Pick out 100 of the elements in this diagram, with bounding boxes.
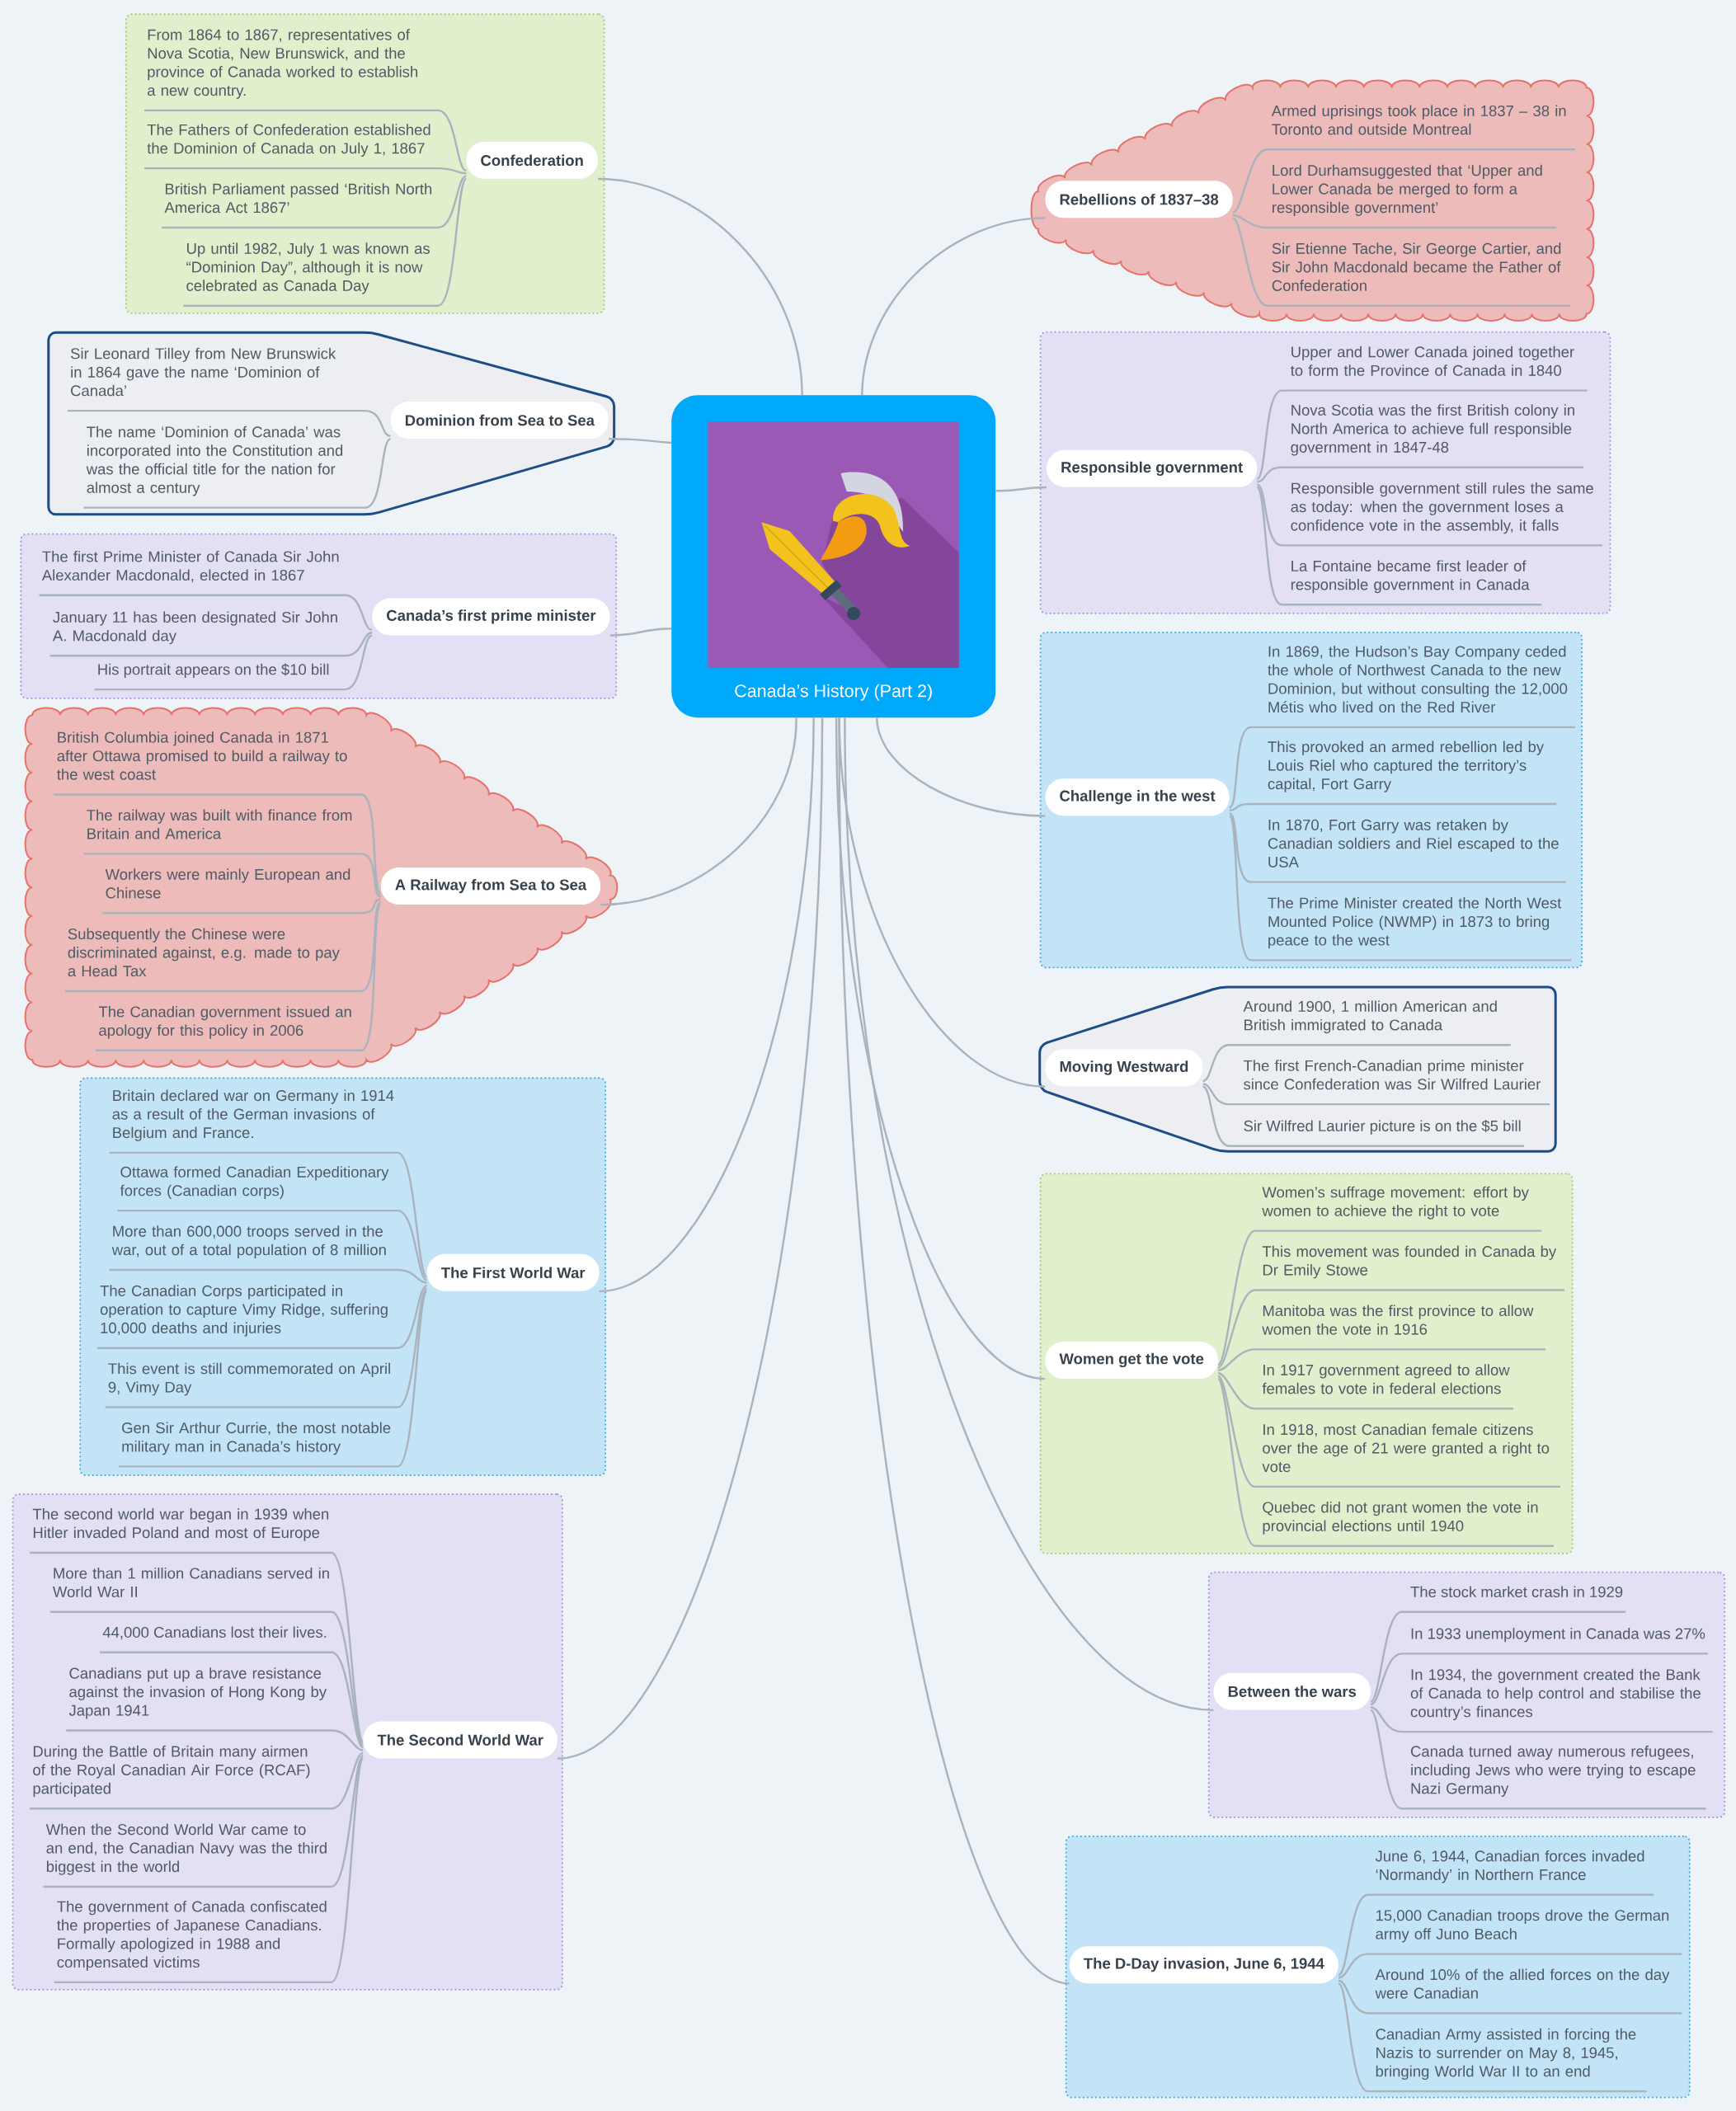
note-text: In 1869, the Hudson’s Bay Company ceded the whole of Northwest Canada to the new Dominion, but without consulting the 12,000 Métis who lived on the Red River bbox=[1268, 646, 1568, 713]
note-text: In 1870, Fort Garry was retaken by Canadian soldiers and Riel escaped to the USA bbox=[1268, 819, 1559, 867]
branch-line bbox=[1217, 1372, 1513, 1410]
note-text: The government of Canada confiscated the properties of Japanese Canadians. Formally apologized in 1988 and compensated victims bbox=[57, 1901, 327, 1971]
branch-line bbox=[183, 178, 468, 307]
dotted-panel bbox=[1207, 1571, 1726, 1818]
branch-line bbox=[54, 1758, 365, 1984]
topic-pill: Canada’s first prime minister bbox=[372, 598, 610, 636]
branch-line bbox=[1217, 1289, 1565, 1369]
branch-line bbox=[1217, 1348, 1546, 1372]
branch-line bbox=[144, 109, 468, 172]
branch-line bbox=[49, 632, 373, 657]
topic-pill: A Railway from Sea to Sea bbox=[380, 867, 601, 905]
branch-line bbox=[1370, 1709, 1706, 1810]
branch-line bbox=[599, 717, 815, 1293]
note-text: More than 600,000 troops served in the war, out of a total population of 8 million bbox=[111, 1225, 386, 1258]
dotted-panel bbox=[125, 13, 605, 314]
note-text: From 1864 to 1867, representatives of Nova Scotia, New Brunswick, and the province of Canada worked to establish a new country. bbox=[148, 29, 417, 99]
branch-line bbox=[1217, 1375, 1561, 1488]
note-text: In 1933 unemployment in Canada was 27% bbox=[1411, 1628, 1705, 1643]
note-text: Quebec did not grant women the vote in provincial elections until 1940 bbox=[1263, 1501, 1538, 1535]
branch-line bbox=[1338, 1893, 1654, 1977]
note-text: The Canadian Corps participated in operation to capture Vimy Ridge, suffering 10,000 deaths and injuries bbox=[100, 1285, 388, 1337]
topic-pill: The D-Day invasion, June 6, 1944 bbox=[1069, 1946, 1338, 1984]
branch-line bbox=[109, 1151, 428, 1278]
topic-pill: Moving Westward bbox=[1045, 1049, 1203, 1087]
branch-line bbox=[1228, 812, 1566, 883]
note-text: Women’s suffrage movement: effort by women to achieve the right to vote bbox=[1262, 1186, 1529, 1220]
branch-line bbox=[1370, 1653, 1709, 1706]
branch-line bbox=[861, 217, 1046, 396]
note-text: During the Battle of Britain many airmen of the Royal Canadian Air Force (RCAF) participated bbox=[33, 1745, 310, 1798]
pentagon-panel bbox=[47, 331, 616, 516]
note-text: Subsequently the Chinese were discriminated against, e.g. made to pay a Head Tax bbox=[68, 928, 340, 977]
note-text: January 11 has been designated Sir John A. Macdonald day bbox=[52, 611, 337, 645]
branch-line bbox=[1228, 815, 1572, 961]
branch-line bbox=[1232, 148, 1576, 214]
note-text: Canada turned away numerous refugees, including Jews who were trying to escape Nazi Germany bbox=[1410, 1745, 1696, 1798]
branch-line bbox=[105, 1287, 428, 1408]
branch-line bbox=[102, 898, 381, 914]
branch-line bbox=[1202, 1044, 1511, 1082]
dotted-panel bbox=[1039, 1173, 1574, 1554]
note-text: The second world war began in 1939 when Hitler invaded Poland and most of Europe bbox=[32, 1508, 329, 1541]
branch-line bbox=[1232, 214, 1557, 229]
note-text: Lord Durhamsuggested that ‘Upper and Lower Canada be merged to form a responsible government’ bbox=[1273, 164, 1542, 216]
branch-line bbox=[1257, 466, 1583, 483]
branch-line bbox=[600, 717, 797, 906]
note-text: The railway was built with finance from Britain and America bbox=[87, 809, 352, 839]
note-text: 44,000 Canadians lost their lives. bbox=[102, 1626, 327, 1640]
branch-line bbox=[1338, 1982, 1647, 2093]
note-text: This movement was founded in Canada by Dr Emily Stowe bbox=[1262, 1245, 1557, 1279]
branch-line bbox=[609, 438, 672, 444]
note-text: Sir Etienne Tache, Sir George Cartier, and Sir John Macdonald became the Father of Confederation bbox=[1272, 242, 1561, 291]
topic-pill: Women get the vote bbox=[1045, 1341, 1218, 1379]
note-text: Sir Wilfred Laurier picture is on the $5 bill bbox=[1244, 1120, 1521, 1135]
branch-line bbox=[100, 1651, 365, 1748]
branch-line bbox=[67, 409, 391, 437]
branch-line bbox=[1232, 217, 1570, 307]
note-text: Canadian Army assisted in forcing the Nazis to surrender on May 8, 1945, bringing World War II to an end bbox=[1376, 2028, 1636, 2080]
branch-line bbox=[1338, 1979, 1682, 2015]
note-text: Ottawa formed Canadian Expeditionary forces (Canadian corps) bbox=[120, 1166, 389, 1199]
note-text: The name ‘Dominion of Canada’ was incorporated into the Constitution and was the official title for the nation for almost a century bbox=[86, 425, 343, 496]
branch-line bbox=[844, 717, 1214, 1711]
branch-line bbox=[609, 628, 672, 637]
topic-pill: Challenge in the west bbox=[1045, 778, 1230, 816]
topic-pill: Responsible government bbox=[1047, 449, 1258, 487]
topic-pill: The Second World War bbox=[363, 1721, 557, 1759]
branch-line bbox=[30, 1551, 365, 1742]
note-text: This provoked an armed rebellion led by Louis Riel who captured the territory’s capital, Fort Garry bbox=[1268, 740, 1545, 792]
note-text: When the Second World War came to an end, the Canadian Navy was the third biggest in the world bbox=[45, 1823, 327, 1875]
branch-line bbox=[1202, 1083, 1550, 1106]
branch-line bbox=[96, 904, 382, 1051]
note-text: Workers were mainly European and Chinese bbox=[105, 868, 350, 899]
dotted-panel bbox=[1065, 1835, 1691, 2099]
branch-line bbox=[1370, 1706, 1713, 1733]
branch-line bbox=[1217, 1378, 1554, 1547]
branch-line bbox=[144, 167, 467, 175]
branch-line bbox=[66, 1729, 364, 1751]
branch-line bbox=[1256, 389, 1588, 480]
note-text: The stock market crash in 1929 bbox=[1410, 1586, 1623, 1597]
branch-line bbox=[117, 1209, 428, 1281]
note-text: British Parliament passed ‘British North America Act 1867’ bbox=[164, 183, 432, 214]
note-text: Up until 1982, July 1 was known as “Dominion Day”, although it is now celebrated as Canada Day bbox=[186, 242, 430, 294]
branch-line bbox=[1370, 1610, 1626, 1703]
note-text: British Columbia joined Canada in 1871 after Ottawa promised to build a railway to the west coast bbox=[57, 731, 347, 780]
cloud-shape bbox=[1030, 79, 1595, 322]
note-text: More than 1 million Canadians served in World War II bbox=[52, 1567, 329, 1597]
dotted-panel bbox=[79, 1077, 607, 1476]
note-text: 15,000 Canadian troops drove the German army off Juno Beach bbox=[1376, 1909, 1669, 1943]
dotted-panel bbox=[1039, 631, 1583, 969]
branch-line bbox=[1202, 1085, 1524, 1147]
branch-line bbox=[96, 1285, 428, 1349]
branch-line bbox=[995, 486, 1047, 492]
branch-line bbox=[43, 1755, 365, 1888]
note-text: Britain declared war on Germany in 1914 as a result of the German invasions of Belgium and France. bbox=[112, 1089, 394, 1141]
branch-line bbox=[83, 853, 382, 898]
branch-line bbox=[1256, 487, 1542, 606]
note-text: Upper and Lower Canada joined together to form the Province of Canada in 1840 bbox=[1290, 346, 1574, 376]
note-text: Nova Scotia was the first British colony in North America to achieve full responsible government in 1847-48 bbox=[1291, 404, 1574, 456]
branch-line bbox=[49, 1610, 365, 1746]
dotted-panel bbox=[20, 533, 618, 699]
